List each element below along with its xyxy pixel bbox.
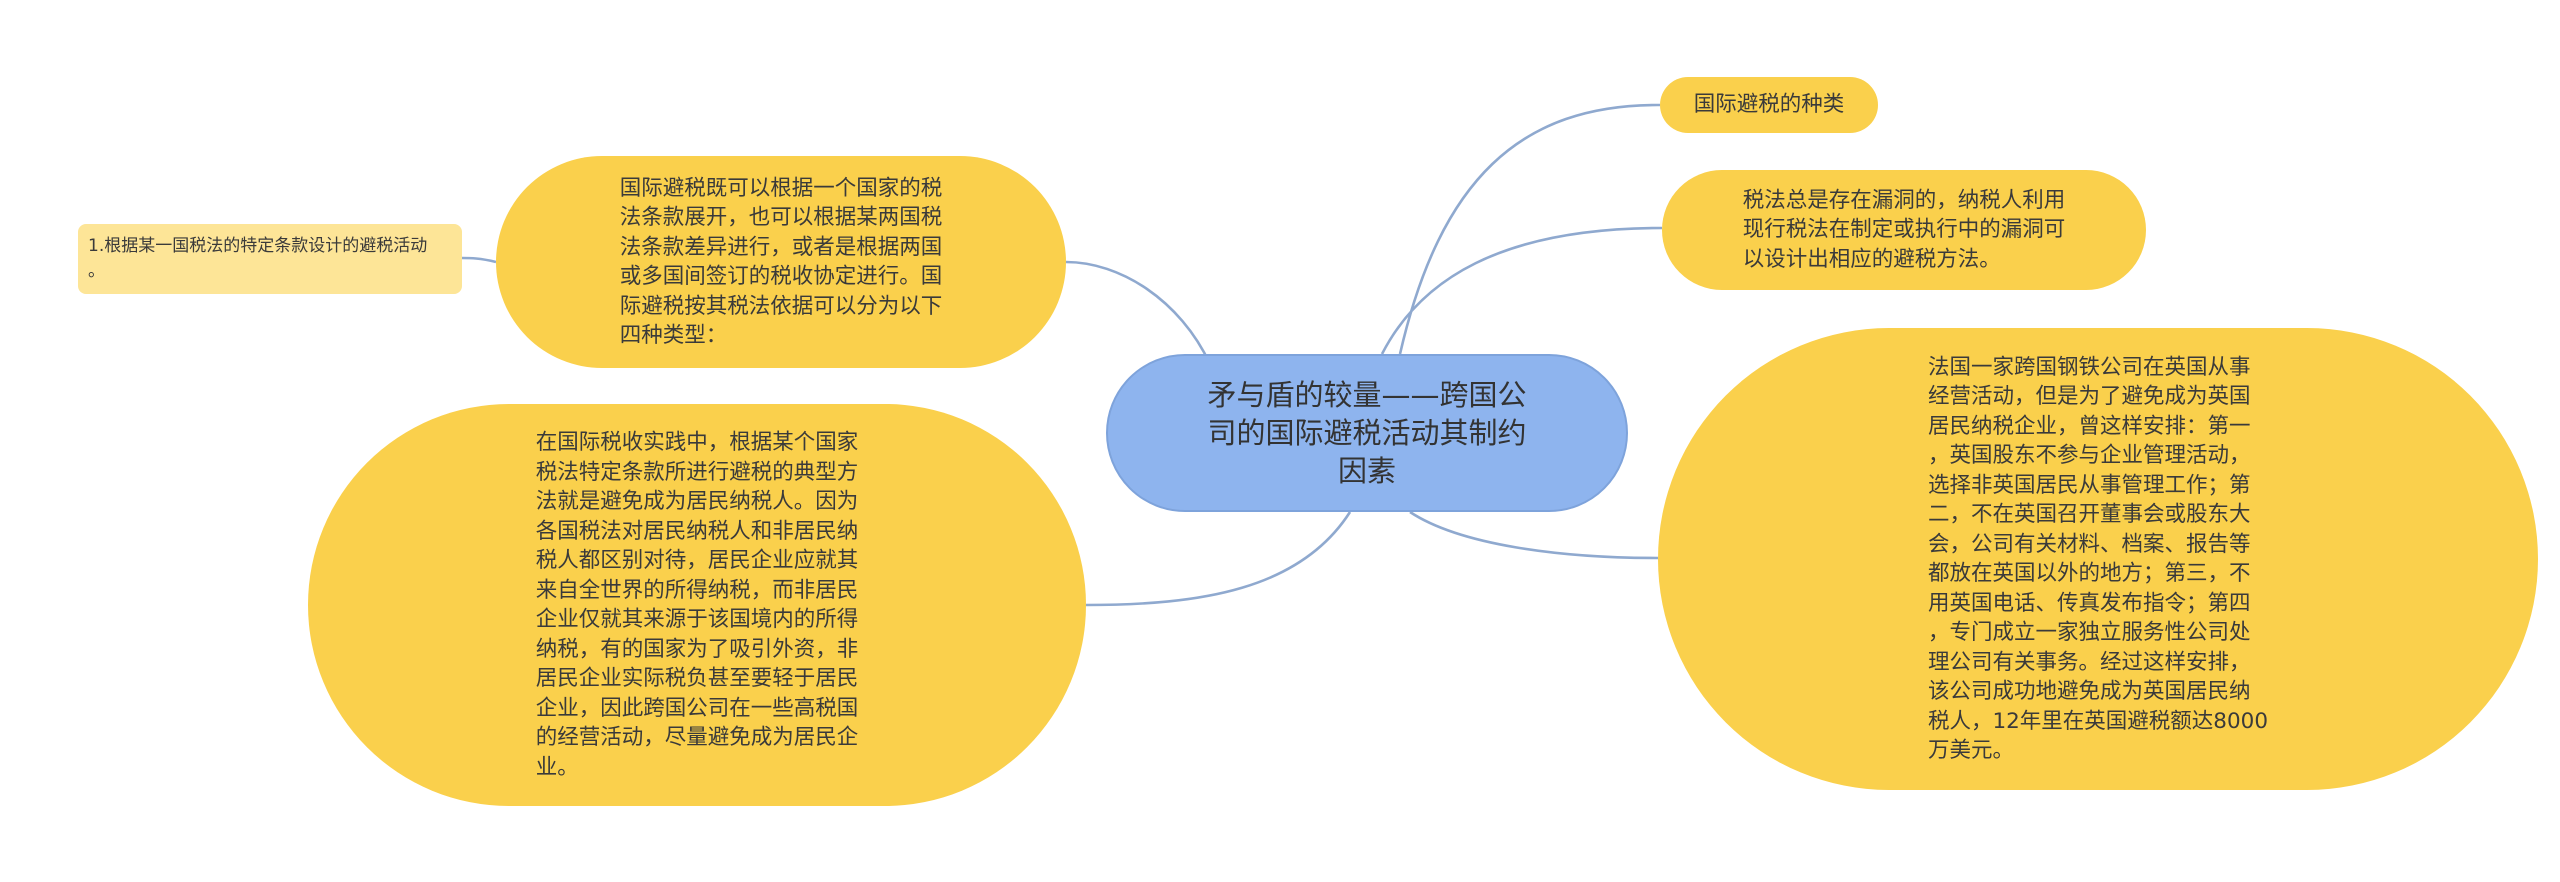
node-avoidance-types[interactable]: 国际避税的种类 [1660,77,1878,133]
link-root-loophole [1380,226,1663,355]
node-french-steel-example[interactable]: 法国一家跨国钢铁公司在英国从事 经营活动，但是为了避免成为英国 居民纳税企业，曾… [1658,328,2538,790]
node-tax-loophole-text: 税法总是存在漏洞的，纳税人利用 现行税法在制定或执行中的漏洞可 以设计出相应的避… [1742,187,2066,272]
link-root-practice [1085,511,1352,607]
root-topic-node[interactable]: 矛与盾的较量——跨国公 司的国际避税活动其制约 因素 [1106,354,1628,512]
link-basis-sub [461,256,497,264]
node-sub-specific-clause[interactable]: 1.根据某一国税法的特定条款设计的避税活动 。 [78,224,462,294]
node-tax-law-basis-text: 国际避税既可以根据一个国家的税 法条款展开，也可以根据某两国税 法条款差异进行，… [619,175,943,349]
node-sub-specific-clause-text: 1.根据某一国税法的特定条款设计的避税活动 。 [88,236,428,281]
node-tax-loophole[interactable]: 税法总是存在漏洞的，纳税人利用 现行税法在制定或执行中的漏洞可 以设计出相应的避… [1662,170,2146,290]
root-topic-text: 矛与盾的较量——跨国公 司的国际避税活动其制约 因素 [1207,378,1527,488]
link-root-types [1398,103,1661,355]
node-french-steel-example-text: 法国一家跨国钢铁公司在英国从事 经营活动，但是为了避免成为英国 居民纳税企业，曾… [1927,354,2269,764]
node-tax-law-basis[interactable]: 国际避税既可以根据一个国家的税 法条款展开，也可以根据某两国税 法条款差异进行，… [496,156,1066,368]
node-avoidance-types-text: 国际避税的种类 [1693,92,1845,117]
link-root-example [1409,510,1659,560]
node-tax-practice[interactable]: 在国际税收实践中，根据某个国家 税法特定条款所进行避税的典型方 法就是避免成为居… [308,404,1086,806]
node-tax-practice-text: 在国际税收实践中，根据某个国家 税法特定条款所进行避税的典型方 法就是避免成为居… [535,430,859,780]
link-root-basis [1065,260,1212,365]
